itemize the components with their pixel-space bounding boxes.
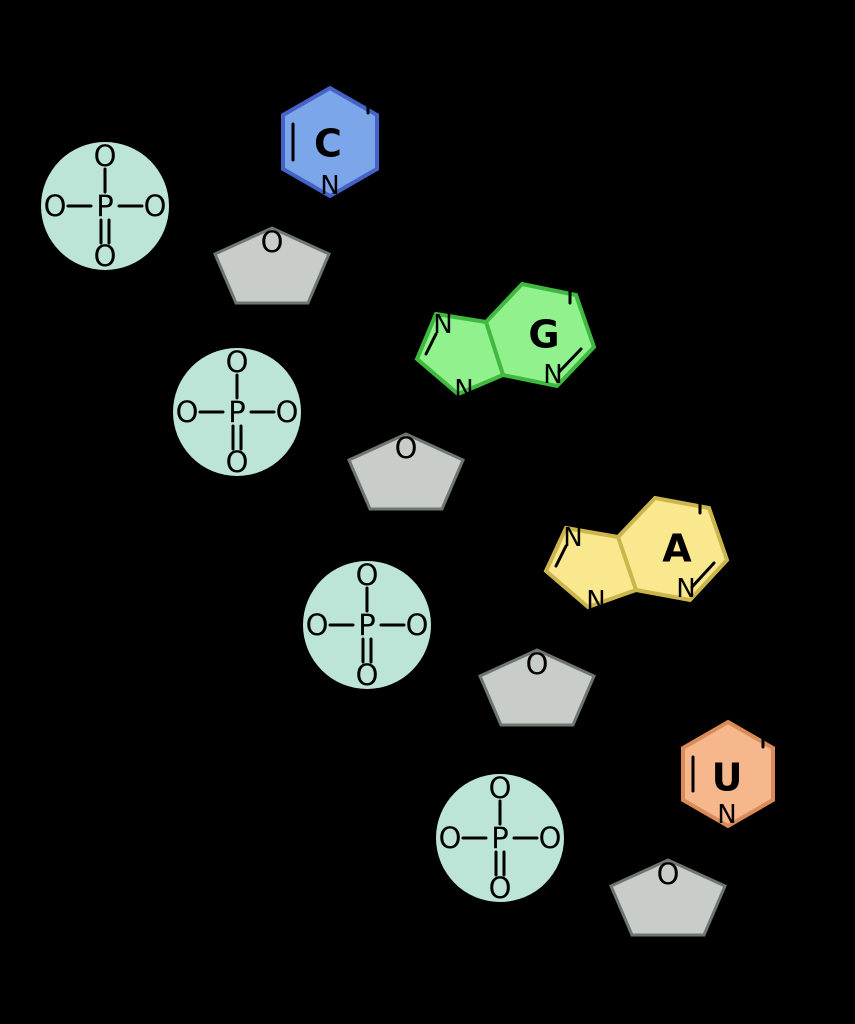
oxygen-label: O (526, 647, 549, 681)
phosphate-circle (41, 142, 169, 270)
ribose-pentagon (213, 226, 331, 305)
oxygen-label: O (176, 395, 199, 429)
nitrogen-label: N (563, 523, 582, 553)
oxygen-label: O (94, 239, 117, 273)
nitrogen-label: N (586, 586, 605, 616)
oxygen-label: O (94, 139, 117, 173)
cytosine-ring (281, 85, 379, 199)
oxygen-label: O (657, 857, 680, 891)
oxygen-label: O (356, 658, 379, 692)
double-bond-inner-line (557, 347, 583, 374)
double-bond-inner-line (690, 561, 716, 589)
phosphate-group: O O P O O (173, 345, 301, 479)
nitrogen-label: N (433, 310, 452, 340)
phosphorus-label: P (491, 821, 509, 855)
nitrogen-label: N (543, 360, 562, 390)
uracil-ring (681, 719, 775, 829)
oxygen-label: O (226, 345, 249, 379)
uracil-letter: U (712, 755, 743, 799)
oxygen-label: O (489, 771, 512, 805)
guanine-pentagon-ring (414, 311, 506, 397)
base-adenine: A N N N (543, 495, 730, 616)
phosphate-group: O O P O O (436, 771, 564, 905)
ribose-sugar: O (347, 431, 465, 511)
nucleotide-uridine: U N O O P O O O (436, 719, 775, 937)
phosphate-circle (173, 348, 301, 476)
guanine-letter: G (528, 312, 559, 356)
phosphorus-label: P (358, 608, 376, 642)
oxygen-label: O (539, 821, 562, 855)
oxygen-label: O (489, 871, 512, 905)
nitrogen-label: N (320, 171, 339, 201)
nitrogen-label: N (676, 574, 695, 604)
phosphorus-label: P (228, 395, 246, 429)
nucleotide-guanosine: G N N N O O P O O O (173, 281, 597, 511)
oxygen-label: O (395, 431, 418, 465)
base-cytosine: C N (281, 85, 379, 201)
oxygen-label: O (406, 608, 429, 642)
ribose-pentagon (609, 858, 727, 937)
ribose-pentagon (347, 432, 465, 511)
ribose-sugar: O (478, 647, 596, 727)
ribose-sugar: O (609, 857, 727, 937)
nitrogen-label: N (454, 375, 473, 405)
ribose-sugar: O (213, 225, 331, 305)
nucleotide-cytidine: C N O O P O O O (41, 85, 379, 305)
phosphate-circle (436, 774, 564, 902)
nucleotide-adenosine: A N N N O O P O O O (303, 495, 730, 727)
oxygen-label: O (144, 189, 167, 223)
oxygen-label: O (306, 608, 329, 642)
oxygen-label: O (226, 445, 249, 479)
oxygen-label: O (276, 395, 299, 429)
phosphate-group: O O P O O (41, 139, 169, 273)
double-bond-inner-line (554, 544, 568, 568)
oxygen-label: O (44, 189, 67, 223)
nitrogen-label: N (717, 800, 736, 830)
base-guanine: G N N N (414, 281, 597, 405)
phosphate-group: O O P O O (303, 558, 431, 692)
adenine-pentagon-ring (543, 525, 639, 610)
double-bond-inner-line (424, 332, 438, 356)
phosphorus-label: P (96, 189, 114, 223)
cytosine-letter: C (314, 121, 342, 165)
oxygen-label: O (261, 225, 284, 259)
oxygen-label: O (356, 558, 379, 592)
base-uracil: U N (681, 719, 775, 830)
adenine-letter: A (662, 526, 692, 570)
phosphate-circle (303, 561, 431, 689)
ribose-pentagon (478, 648, 596, 727)
oxygen-label: O (439, 821, 462, 855)
